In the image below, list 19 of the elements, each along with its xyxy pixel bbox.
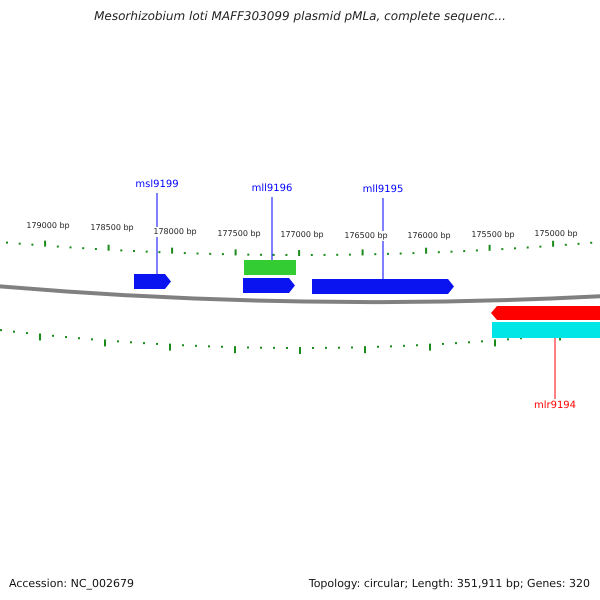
accession-info: Accession: NC_002679	[9, 577, 134, 590]
leader-line	[156, 192, 158, 274]
gene-label: mll9195	[362, 184, 404, 196]
gene-label: mll9196	[252, 183, 292, 195]
scale-label: 175000 bp	[534, 229, 578, 239]
scale-label: 177500 bp	[217, 229, 261, 239]
scale-label: 178500 bp	[90, 223, 134, 233]
sequence-info: Topology: circular; Length: 351,911 bp; Genes: 320	[308, 577, 590, 590]
scale-label: 178000 bp	[153, 227, 197, 237]
leader-line	[554, 338, 556, 400]
scale-label: 176500 bp	[344, 231, 388, 241]
gene-label: mlr9194	[534, 400, 576, 412]
scale-label: 179000 bp	[26, 221, 70, 231]
leader-line	[382, 198, 384, 280]
scale-label: 177000 bp	[280, 230, 324, 240]
scale-label: 175500 bp	[471, 230, 515, 240]
scale-label: 176000 bp	[407, 231, 451, 241]
title: Mesorhizobium loti MAFF303099 plasmid pMLa, complete sequenc...	[93, 9, 507, 23]
gene-label: msl9199	[135, 179, 179, 191]
